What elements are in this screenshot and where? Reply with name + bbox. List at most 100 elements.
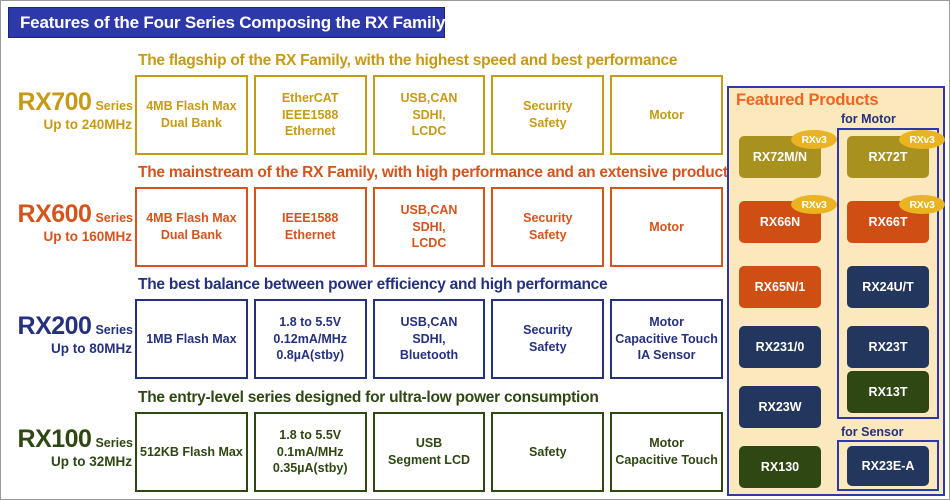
series-suffix: Series — [95, 436, 133, 450]
series-suffix: Series — [95, 99, 133, 113]
feature-line: Motor — [649, 107, 684, 122]
feature-box: 1.8 to 5.5V 0.12mA/MHz 0.8µA(stby) — [253, 299, 367, 379]
feature-line: 1.8 to 5.5V — [279, 314, 342, 329]
product-chip-rx23t[interactable]: RX23T — [847, 326, 929, 368]
feature-line: Ethernet — [284, 228, 336, 242]
feature-line: SDHI, — [412, 331, 446, 346]
feature-line: Segment LCD — [388, 453, 470, 467]
for-motor-label: for Motor — [841, 112, 896, 126]
series-name: RX200 — [17, 312, 92, 340]
feature-box: Safety — [491, 412, 605, 492]
series-suffix: Series — [95, 211, 133, 225]
feature-line: IEEE1588 — [282, 107, 339, 122]
feature-line: SDHI, — [412, 219, 446, 234]
product-chip-rx72t[interactable]: RX72T — [847, 136, 929, 178]
feature-line: IA Sensor — [637, 348, 696, 363]
feature-line: LCDC — [411, 124, 447, 139]
feature-line: 0.12mA/MHz — [273, 331, 348, 346]
product-chip-rx2310[interactable]: RX231/0 — [739, 326, 821, 368]
feature-box: Security Safety — [491, 75, 605, 155]
feature-line: USB,CAN — [400, 314, 458, 329]
feature-line: Capacitive Touch — [615, 331, 718, 346]
featured-products-title: Featured Products — [736, 91, 879, 109]
feature-line: IEEE1588 — [282, 211, 339, 226]
feature-line: 1.8 to 5.5V — [279, 427, 342, 442]
series-headline-rx600: The mainstream of the RX Family, with hi… — [138, 164, 776, 181]
feature-line: 0.1mA/MHz — [276, 444, 344, 459]
feature-line: Motor — [649, 219, 684, 234]
feature-line: Safety — [529, 116, 567, 130]
rxv3-badge: RXv3 — [899, 130, 945, 149]
product-chip-rx23w[interactable]: RX23W — [739, 386, 821, 428]
feature-line: 512KB Flash Max — [140, 444, 243, 459]
feature-line: Bluetooth — [399, 348, 459, 363]
feature-line: Security — [523, 99, 573, 114]
feature-box: Motor — [610, 75, 723, 155]
feature-line: Safety — [529, 444, 567, 459]
feature-line: Safety — [529, 340, 567, 354]
series-name: RX100 — [17, 425, 92, 453]
series-speed: Up to 80MHz — [51, 341, 132, 357]
product-chip-rx23ea[interactable]: RX23E-A — [847, 446, 929, 486]
series-suffix: Series — [95, 323, 133, 337]
series-name: RX700 — [17, 88, 92, 116]
feature-line: Dual Bank — [160, 116, 222, 130]
feature-line: 0.8µA(stby) — [276, 348, 345, 363]
feature-line: 1MB Flash Max — [146, 331, 237, 346]
feature-box: USB Segment LCD — [372, 412, 486, 492]
product-chip-rx130[interactable]: RX130 — [739, 446, 821, 488]
series-headline-rx200: The best balance between power efficienc… — [138, 276, 608, 293]
feature-line: LCDC — [411, 236, 447, 251]
feature-line: Ethernet — [284, 124, 336, 139]
product-chip-rx13t[interactable]: RX13T — [847, 371, 929, 413]
feature-box-group-rx600: 4MB Flash Max Dual Bank IEEE1588 Etherne… — [135, 187, 723, 267]
feature-line: EtherCAT — [281, 90, 339, 105]
feature-box: USB,CAN SDHI, LCDC — [372, 75, 486, 155]
feature-line: Motor — [649, 314, 684, 329]
page-title: Features of the Four Series Composing th… — [20, 12, 446, 32]
feature-line: USB,CAN — [400, 90, 458, 105]
feature-box: 1MB Flash Max — [135, 299, 248, 379]
feature-line: Dual Bank — [160, 228, 222, 242]
feature-box: Motor Capacitive Touch — [610, 412, 724, 492]
feature-line: Security — [523, 323, 573, 338]
feature-box: Motor — [610, 187, 723, 267]
feature-line: 4MB Flash Max — [146, 211, 237, 226]
feature-line: Motor — [649, 436, 684, 451]
feature-box-group-rx100: 512KB Flash Max 1.8 to 5.5V 0.1mA/MHz 0.… — [135, 412, 724, 492]
feature-line: Capacitive Touch — [615, 453, 718, 467]
feature-box: EtherCAT IEEE1588 Ethernet — [253, 75, 367, 155]
rxv3-badge: RXv3 — [899, 195, 945, 214]
series-name: RX600 — [17, 200, 92, 228]
rxv3-badge: RXv3 — [791, 130, 837, 149]
feature-line: Security — [523, 211, 573, 226]
feature-line: USB,CAN — [400, 202, 458, 217]
series-speed: Up to 32MHz — [51, 454, 132, 470]
page-title-banner: Features of the Four Series Composing th… — [8, 7, 445, 38]
feature-line: 0.35µA(stby) — [272, 461, 348, 476]
for-sensor-frame — [837, 440, 939, 491]
feature-box-group-rx200: 1MB Flash Max 1.8 to 5.5V 0.12mA/MHz 0.8… — [135, 299, 723, 379]
rxv3-badge: RXv3 — [791, 195, 837, 214]
feature-box: 512KB Flash Max — [135, 412, 248, 492]
series-headline-rx100: The entry-level series designed for ultr… — [138, 389, 599, 406]
product-chip-rx65n1[interactable]: RX65N/1 — [739, 266, 821, 308]
feature-box: 1.8 to 5.5V 0.1mA/MHz 0.35µA(stby) — [253, 412, 367, 492]
feature-box: USB,CAN SDHI, LCDC — [372, 187, 486, 267]
series-speed: Up to 160MHz — [43, 229, 132, 245]
feature-box-group-rx700: 4MB Flash Max Dual Bank EtherCAT IEEE158… — [135, 75, 723, 155]
feature-box: 4MB Flash Max Dual Bank — [135, 187, 248, 267]
product-chip-rx24ut[interactable]: RX24U/T — [847, 266, 929, 308]
feature-box: Security Safety — [491, 187, 605, 267]
feature-box: Motor Capacitive Touch IA Sensor — [610, 299, 723, 379]
feature-line: 4MB Flash Max — [146, 99, 237, 114]
for-sensor-label: for Sensor — [841, 425, 904, 439]
feature-box: Security Safety — [491, 299, 605, 379]
